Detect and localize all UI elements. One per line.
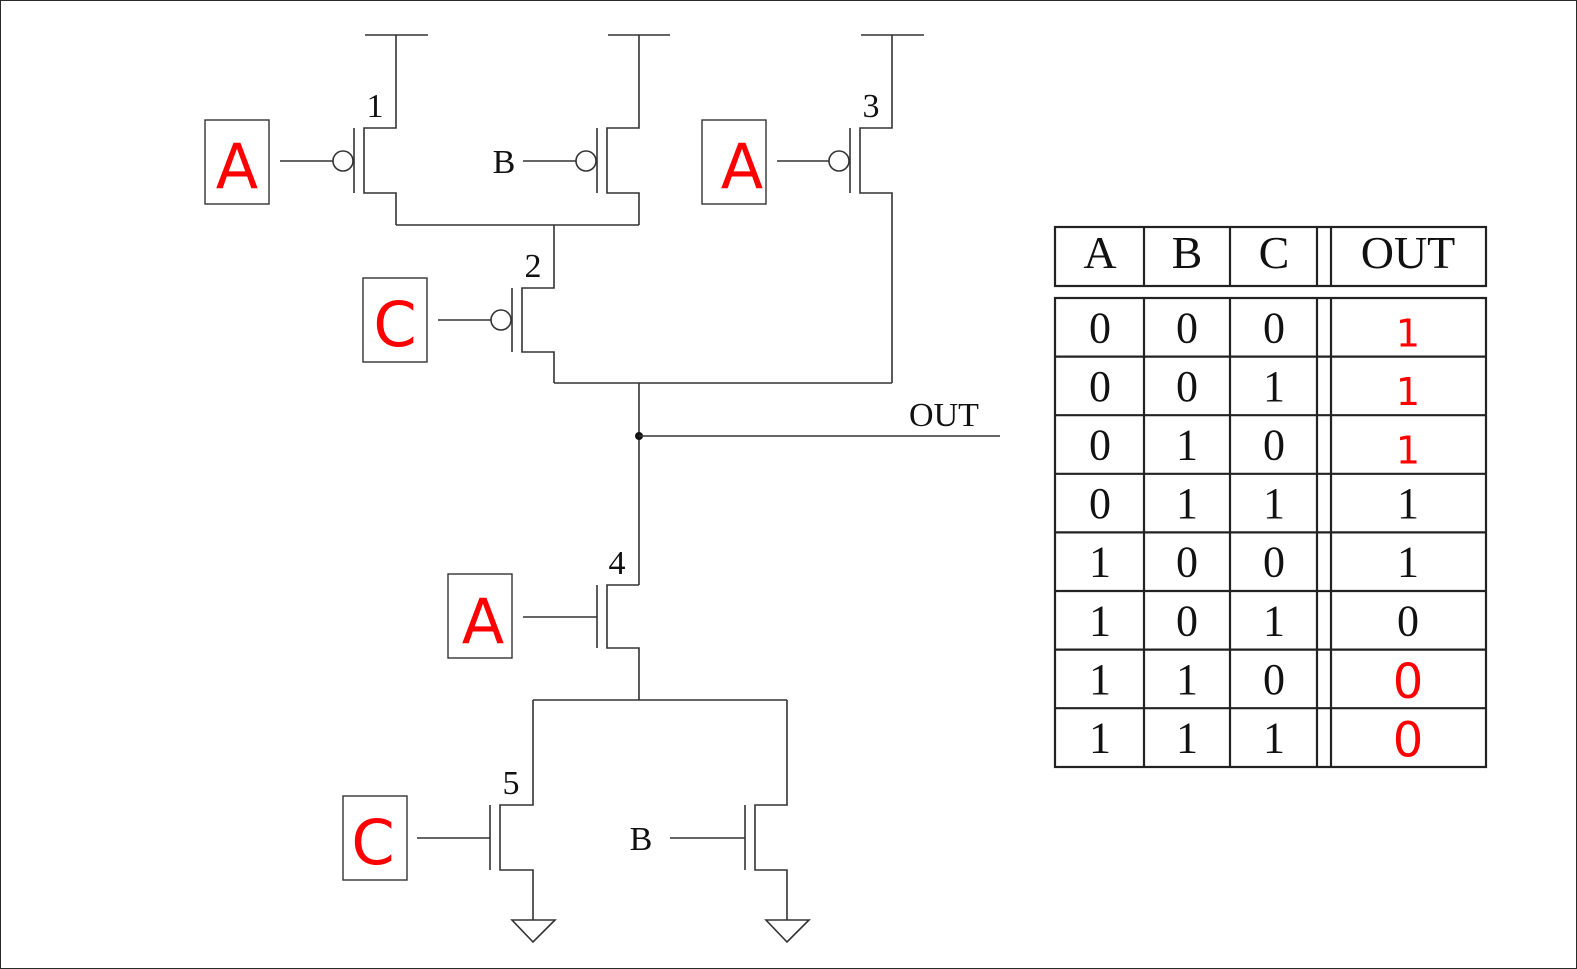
- truth-table-cell: 0: [1263, 655, 1285, 704]
- truth-table-cell: 1: [1089, 655, 1111, 704]
- transistor-number-3: 3: [863, 88, 880, 125]
- truth-table-header-c: C: [1259, 227, 1290, 278]
- truth-table-cell: 0: [1089, 303, 1111, 352]
- input-box-t4: A: [447, 573, 513, 659]
- transistor-number-2: 2: [525, 248, 542, 285]
- truth-table-header-out: OUT: [1361, 227, 1456, 278]
- nmos-transistor-5: 5: [417, 700, 534, 920]
- truth-table-cell: 1: [1176, 479, 1198, 528]
- truth-table-cell: 1: [1176, 714, 1198, 763]
- truth-table-cell: 0: [1176, 362, 1198, 411]
- truth-table-cell: 0: [1393, 713, 1424, 769]
- nmos-transistor-4: 4: [523, 545, 640, 700]
- transistor-number-1: 1: [367, 88, 384, 125]
- input-box-t3: A: [701, 119, 767, 205]
- truth-table-cell: 0: [1397, 596, 1419, 645]
- truth-table-cell: 1: [1396, 311, 1420, 355]
- input-box-t1: A: [204, 119, 270, 205]
- truth-table-cell: 0: [1089, 362, 1111, 411]
- input-box-t2: C: [362, 277, 428, 363]
- truth-table-cell: 1: [1396, 370, 1420, 414]
- pmos-transistor-b: B: [493, 35, 640, 225]
- output-node: OUT: [635, 397, 1000, 440]
- truth-table-cell: 1: [1397, 538, 1419, 587]
- input-label-t5: C: [351, 806, 394, 879]
- ground-symbols: [510, 919, 811, 944]
- nmos-transistor-b: B: [630, 700, 788, 920]
- truth-table-cell: 1: [1089, 714, 1111, 763]
- truth-table-cell: 0: [1176, 538, 1198, 587]
- pmos-transistor-1: 1: [280, 35, 397, 225]
- truth-table-cell: 1: [1263, 714, 1285, 763]
- truth-table-cell: 1: [1089, 596, 1111, 645]
- truth-table-cell: 1: [1397, 479, 1419, 528]
- pmos-transistor-2: 2: [438, 225, 555, 383]
- pmos-transistor-3: 3: [777, 35, 893, 383]
- truth-table-cell: 0: [1176, 596, 1198, 645]
- nmos-b-input-label: B: [630, 821, 653, 858]
- truth-table-cell: 1: [1263, 596, 1285, 645]
- transistor-number-5: 5: [503, 765, 520, 802]
- truth-table-cell: 0: [1393, 654, 1424, 710]
- truth-table-cell: 0: [1263, 303, 1285, 352]
- truth-table-header-b: B: [1172, 227, 1203, 278]
- truth-table-header-a: A: [1083, 227, 1116, 278]
- truth-table-cell: 1: [1263, 362, 1285, 411]
- truth-table-cell: 0: [1263, 421, 1285, 470]
- truth-table-cell: 1: [1176, 655, 1198, 704]
- out-label: OUT: [909, 397, 979, 434]
- truth-table-cell: 1: [1396, 429, 1420, 473]
- input-label-t3: A: [721, 130, 763, 203]
- input-box-t5: C: [342, 795, 408, 881]
- truth-table-header-box: [1053, 225, 1488, 288]
- truth-table-cell: 1: [1089, 538, 1111, 587]
- input-label-t4: A: [462, 585, 504, 658]
- truth-table-cell: 0: [1089, 421, 1111, 470]
- truth-table-cell: 0: [1089, 479, 1111, 528]
- truth-table-cell: 1: [1176, 421, 1198, 470]
- truth-table-cell: 1: [1263, 479, 1285, 528]
- input-label-t2: C: [373, 288, 416, 361]
- pmos-b-input-label: B: [493, 144, 516, 181]
- input-label-t1: A: [216, 130, 258, 203]
- transistor-number-4: 4: [609, 545, 626, 582]
- truth-table-cell: 0: [1176, 303, 1198, 352]
- truth-table-cell: 0: [1263, 538, 1285, 587]
